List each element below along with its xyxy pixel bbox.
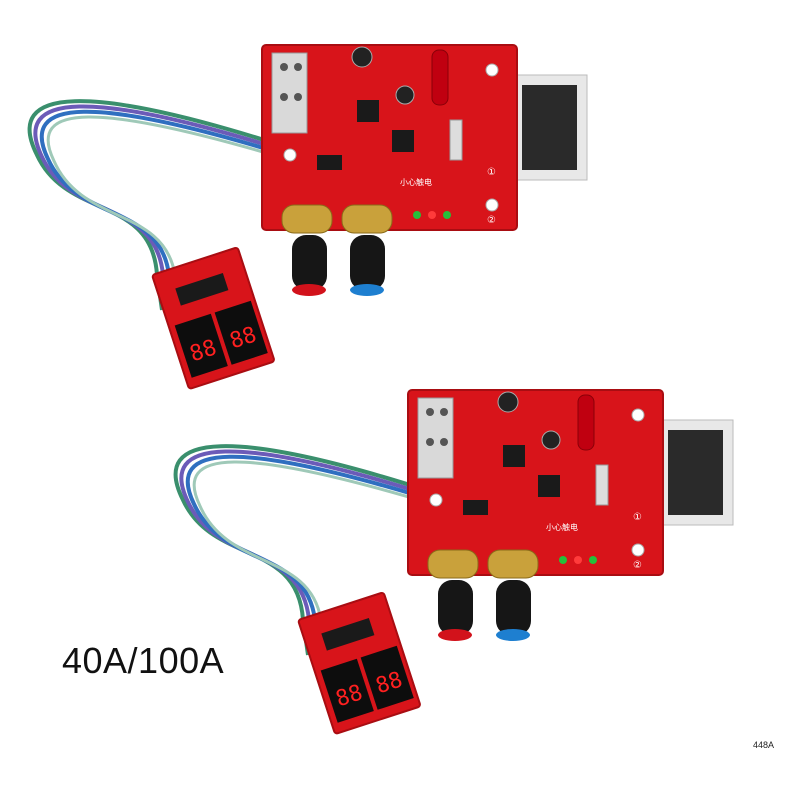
lower-controller-set [173, 377, 736, 737]
product-code: 448A [753, 740, 775, 750]
model-caption: 40A/100A [62, 640, 225, 681]
upper-controller-set [27, 32, 590, 392]
